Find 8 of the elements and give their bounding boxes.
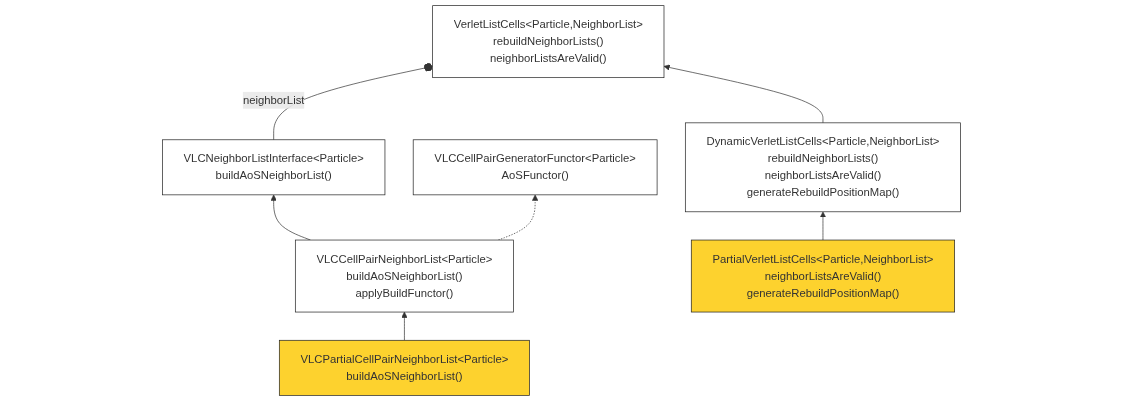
node-box: PartialVerletListCells<Particle,NeighborList> neighborListsAreValid() generateRebuildPositionMap() [690, 239, 955, 313]
node-box: VLCPartialCellPairNeighborList<Particle> buildAoSNeighborList() [278, 339, 530, 396]
node-box: VLCCellPairGeneratorFunctor<Particle> AoSFunctor() [412, 139, 658, 196]
node-box: VLCNeighborListInterface<Particle> buildAoSNeighborList() [162, 139, 386, 196]
edge-label: neighborList [242, 93, 305, 106]
node-box: VerletListCells<Particle,NeighborList> rebuildNeighborLists() neighborListsAreValid() [432, 5, 665, 78]
node-box: VLCCellPairNeighborList<Particle> buildAoSNeighborList() applyBuildFunctor() [294, 239, 514, 313]
node-box: DynamicVerletListCells<Particle,NeighborList> rebuildNeighborLists() neighborListsAreValid() generateRebuildPositionMap() [684, 122, 961, 213]
